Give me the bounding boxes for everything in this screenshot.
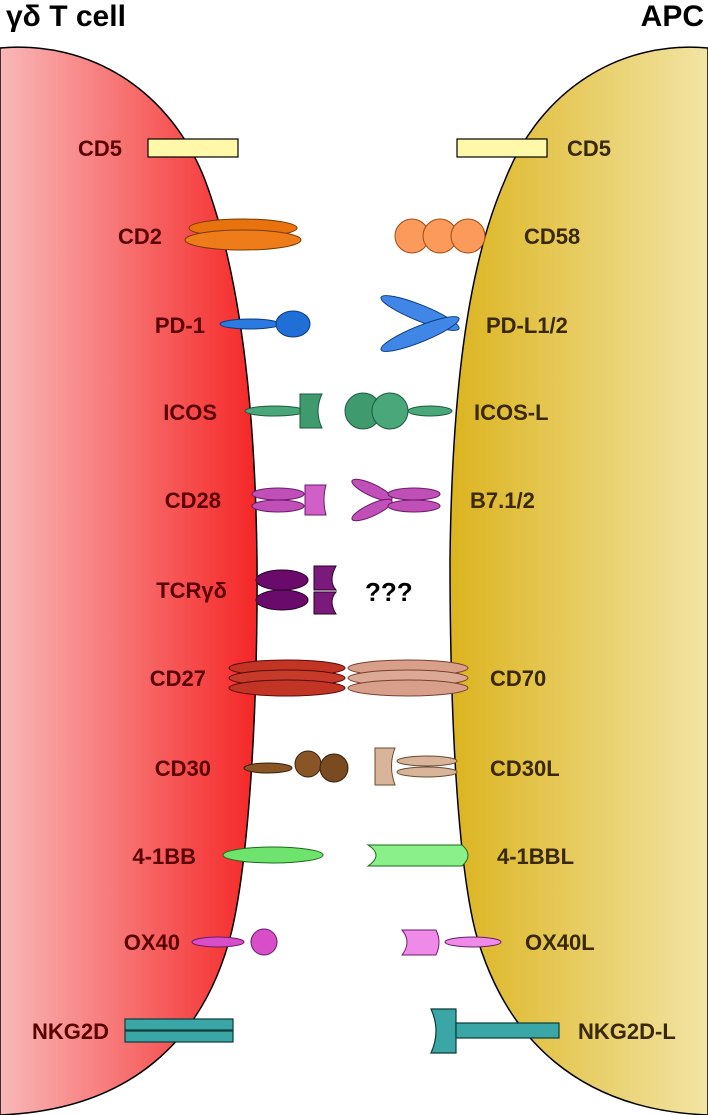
label-cd30l: CD30L [490,756,560,781]
ox40l-molecule [400,929,502,956]
label-cd58: CD58 [524,224,580,249]
cd58-molecule [394,218,486,254]
ox40-molecule [191,928,278,956]
tcell-receptor-labels: CD5 CD2 PD-1 ICOS CD28 TCRγδ CD27 CD30 4… [32,136,227,1044]
apc-ligand-labels: CD5 CD58 PD-L1/2 ICOS-L B7.1/2 ??? CD70 … [365,136,676,1044]
cd30l-molecule [374,747,458,786]
nkg2d-molecule [124,1018,234,1043]
label-pd-l: PD-L1/2 [486,313,568,338]
cd27-molecule [228,659,346,697]
label-cd27: CD27 [150,666,206,691]
label-cd30: CD30 [155,756,211,781]
cd28-molecule [251,484,327,516]
label-icos-l: ICOS-L [474,400,549,425]
apc-title: APC [641,0,704,33]
cd2-molecule [184,218,302,251]
pd-l-molecule [380,295,460,352]
label-cd2: CD2 [118,224,162,249]
label-nkg2d: NKG2D [32,1019,109,1044]
cd5-right-molecule [456,138,548,158]
label-ox40: OX40 [124,930,180,955]
label-nkg2d-l: NKG2D-L [578,1019,676,1044]
label-cd28: CD28 [165,488,221,513]
4-1bb-molecule [222,846,324,864]
label-icos: ICOS [163,400,217,425]
nkg2d-l-molecule [430,1008,560,1054]
label-pd-1: PD-1 [155,313,205,338]
cd5-left-molecule [147,138,239,158]
label-4-1bb: 4-1BB [132,844,196,869]
pd-1-molecule [219,310,311,338]
4-1bbl-molecule [366,844,469,867]
label-unknown-ligand: ??? [365,577,413,607]
cd30-molecule [243,750,349,783]
tcr-molecule [255,565,338,615]
tcell-title: γδ T cell [6,0,126,33]
label-tcr: TCRγδ [156,578,227,603]
label-4-1bbl: 4-1BBL [497,844,574,869]
icos-molecule [244,393,323,429]
label-b7: B7.1/2 [470,488,535,513]
b7-molecule [351,478,441,522]
label-cd5-left: CD5 [78,136,122,161]
cd70-molecule [347,659,469,697]
label-cd5-right: CD5 [567,136,611,161]
label-ox40l: OX40L [525,930,595,955]
label-cd70: CD70 [490,666,546,691]
icos-l-molecule [344,392,453,430]
